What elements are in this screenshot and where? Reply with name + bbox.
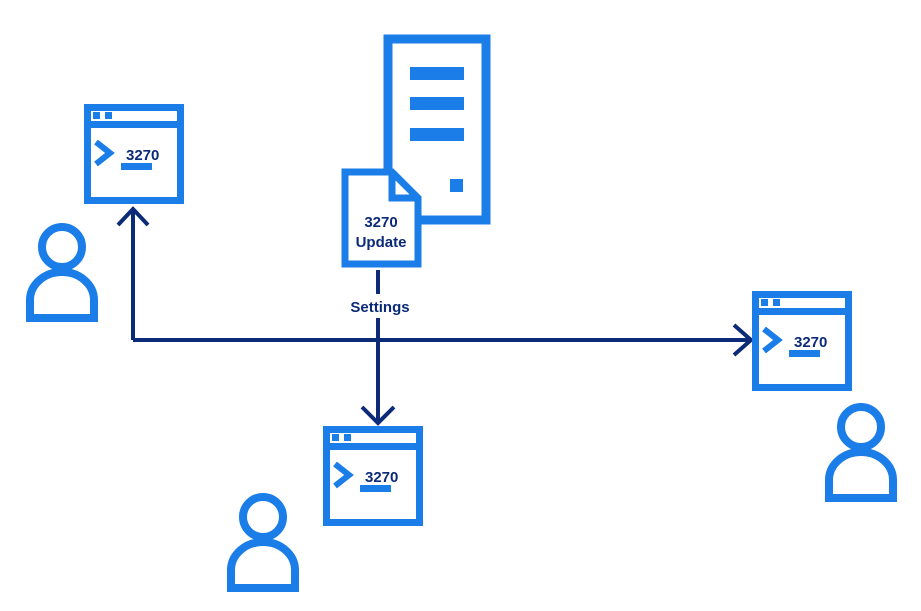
user-icon xyxy=(825,403,897,502)
terminal-window-icon: 3270 xyxy=(84,104,184,204)
prompt-chevron-icon xyxy=(94,139,115,167)
arrow-up-icon xyxy=(116,206,150,227)
connector-lines xyxy=(131,210,750,422)
terminal-label: 3270 xyxy=(365,469,398,486)
server-icon xyxy=(383,34,491,225)
cursor-bar xyxy=(789,350,820,357)
prompt-chevron-icon xyxy=(333,461,354,489)
arrow-down-icon xyxy=(360,405,396,426)
arrowheads xyxy=(116,206,755,426)
user-icon xyxy=(227,493,299,592)
cursor-bar xyxy=(360,485,391,492)
arrow-right-icon xyxy=(732,323,755,357)
terminal-label: 3270 xyxy=(126,147,159,164)
terminal-label: 3270 xyxy=(794,334,827,351)
document-line2: Update xyxy=(356,234,407,251)
cursor-bar xyxy=(121,163,152,170)
terminal-window-icon: 3270 xyxy=(752,291,852,391)
settings-label: Settings xyxy=(350,299,409,316)
terminal-window-icon: 3270 xyxy=(323,426,423,526)
prompt-chevron-icon xyxy=(762,326,783,354)
document-icon: 3270 Update xyxy=(341,168,422,268)
document-line1: 3270 xyxy=(364,214,397,231)
user-icon xyxy=(26,223,98,322)
